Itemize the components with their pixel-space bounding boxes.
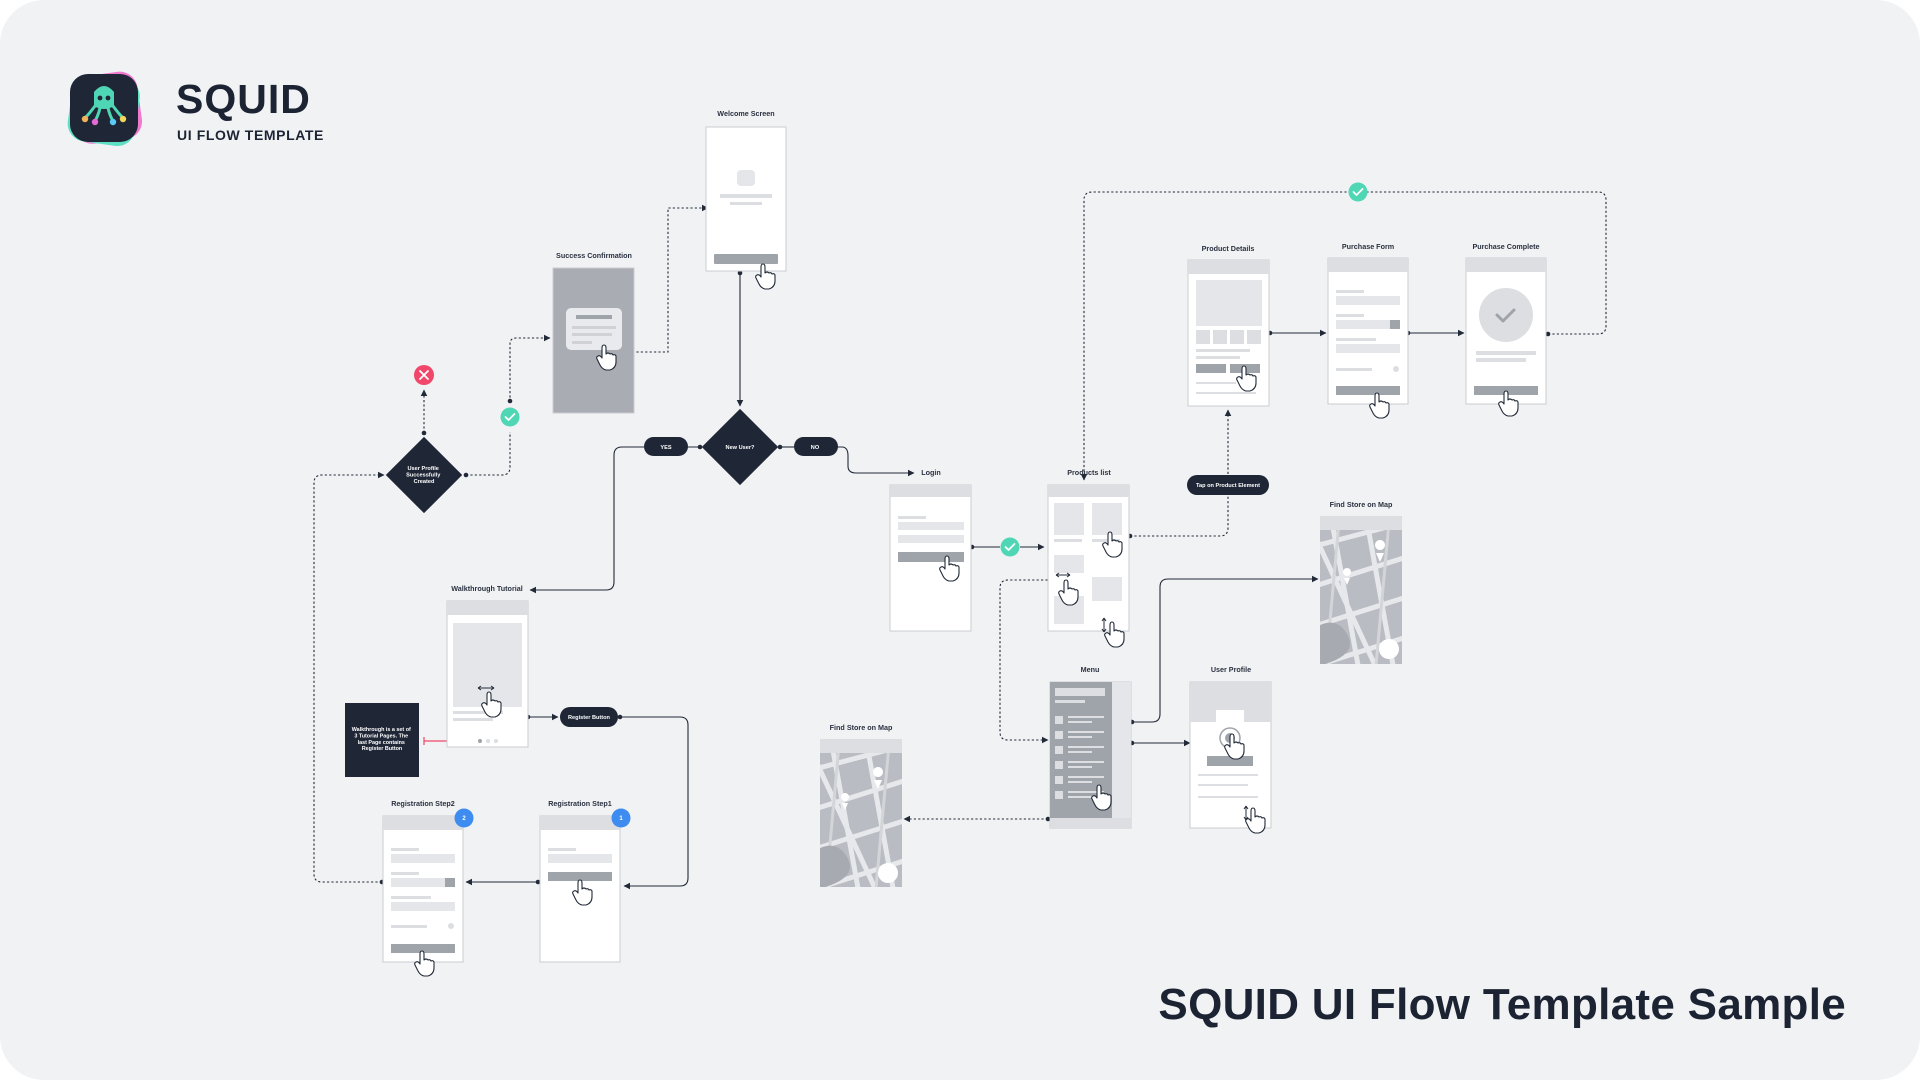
svg-text:New User?: New User?	[726, 445, 755, 451]
decision-new-user: New User?	[701, 408, 779, 486]
screen-label: Registration Step1	[548, 799, 612, 808]
error-x-icon	[414, 365, 434, 385]
svg-text:Tap on Product Element: Tap on Product Element	[1196, 483, 1260, 489]
scroll-vertical-icon	[1243, 805, 1249, 821]
page-title: SQUID UI Flow Template Sample	[1158, 980, 1846, 1029]
screen-label: Product Details	[1202, 244, 1255, 253]
connector-products-to-pill	[1130, 496, 1229, 537]
screen-label: User Profile	[1211, 665, 1251, 674]
screen-purchase-form[interactable]: Purchase Form	[1327, 242, 1409, 419]
map-pin-icon	[1375, 540, 1386, 562]
connector-no-pill-to-login	[836, 446, 915, 477]
screen-products-list[interactable]: Products list	[1047, 468, 1130, 648]
decision-line: User Profile	[408, 466, 439, 472]
decision-user-profile-created: User Profile Successfully Created	[385, 436, 463, 514]
scroll-vertical-icon	[1101, 617, 1107, 633]
screen-label: Login	[921, 468, 941, 477]
map-pin-icon	[873, 767, 884, 789]
checkmark-icon	[1495, 308, 1516, 323]
swipe-horizontal-icon	[1055, 572, 1071, 578]
brand-header: SQUID UI FLOW TEMPLATE	[64, 68, 384, 156]
squid-logo-icon	[67, 71, 143, 147]
pill-tap-product: Tap on Product Element	[1187, 475, 1269, 495]
pill-yes: YES	[644, 437, 688, 456]
svg-text:Register Button: Register Button	[568, 715, 611, 721]
connector-complete-to-products	[1080, 191, 1607, 481]
svg-text:1: 1	[619, 816, 623, 822]
screen-find-store-map-left[interactable]: Find Store on Map	[815, 723, 910, 899]
screen-welcome[interactable]: Welcome Screen	[705, 109, 787, 290]
screen-user-profile[interactable]: User Profile	[1189, 665, 1272, 834]
screen-label: Walkthrough Tutorial	[451, 584, 522, 593]
walkthrough-note: Walkthrough is a set of 3 Tutorial Pages…	[345, 703, 419, 777]
check-circle-icon	[999, 536, 1021, 558]
screen-registration-step1[interactable]: Registration Step1 1	[539, 799, 631, 963]
svg-text:Walkthrough is a set of: Walkthrough is a set of 3 Tutorial Pages…	[352, 727, 413, 752]
connector-created-to-success	[466, 432, 511, 476]
brand-tagline: UI FLOW TEMPLATE	[177, 127, 324, 143]
screen-login[interactable]: Login	[889, 468, 972, 632]
svg-text:NO: NO	[811, 445, 820, 451]
screen-find-store-map-right[interactable]: Find Store on Map	[1315, 500, 1410, 676]
screen-walkthrough[interactable]: Walkthrough Tutorial	[446, 584, 529, 748]
brand-name: SQUID	[176, 76, 311, 122]
screen-label: Find Store on Map	[1330, 500, 1393, 509]
connector-step2-to-created	[313, 471, 385, 883]
check-circle-icon	[1347, 181, 1369, 203]
step-badge: 2	[454, 808, 474, 828]
connector-success-to-welcome	[632, 204, 709, 353]
connector-menu-to-map-right	[1132, 575, 1319, 723]
connector-check-to-success	[509, 334, 551, 402]
screen-label: Welcome Screen	[717, 109, 774, 118]
pill-register-button: Register Button	[560, 707, 618, 727]
svg-text:2: 2	[462, 816, 466, 822]
pill-no: NO	[794, 437, 838, 456]
screen-success-confirmation[interactable]: Success Confirmation	[552, 251, 635, 414]
screen-label: Find Store on Map	[830, 723, 893, 732]
svg-text:YES: YES	[660, 445, 671, 451]
svg-text:User Profile Successfu: User Profile Successfully Created	[406, 466, 442, 485]
screen-registration-step2[interactable]: Registration Step2 2	[382, 799, 474, 977]
step-badge: 1	[611, 808, 631, 828]
screen-label: Registration Step2	[391, 799, 455, 808]
screen-label: Success Confirmation	[556, 251, 632, 260]
screen-purchase-complete[interactable]: Purchase Complete	[1465, 242, 1547, 417]
screen-menu[interactable]: Menu	[1049, 665, 1132, 829]
screen-label: Purchase Form	[1342, 242, 1394, 251]
screen-label: Menu	[1081, 665, 1100, 674]
screen-label: Purchase Complete	[1472, 242, 1539, 251]
connector-yes-pill-to-walkthrough	[529, 446, 644, 594]
connector-products-to-menu	[999, 579, 1052, 744]
screen-product-details[interactable]: Product Details	[1187, 244, 1270, 407]
swipe-horizontal-icon	[477, 685, 495, 691]
check-circle-icon	[499, 406, 521, 428]
screen-label: Products list	[1067, 468, 1111, 477]
connector-register-to-step1	[620, 716, 689, 890]
